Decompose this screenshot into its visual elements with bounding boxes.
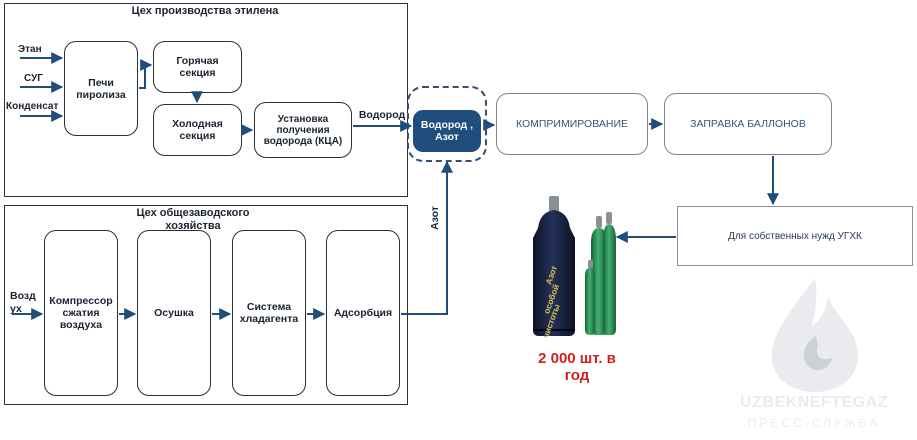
hub-label: Водород , Азот <box>420 119 474 143</box>
watermark-service: ПРЕСС-СЛУЖБА <box>747 416 881 430</box>
hub-hydrogen-nitrogen-box: Водород , Азот <box>413 110 481 152</box>
hydrogen-flow-label: Водород <box>358 109 406 121</box>
compression-box: КОМПРИМИРОВАНИЕ <box>496 93 648 155</box>
ethylene-shop-title: Цех производства этилена <box>131 5 279 17</box>
green-cylinder-icon <box>585 260 595 335</box>
drying-box: Осушка <box>137 230 211 396</box>
input-ethane: Этан <box>18 44 42 55</box>
hot-section-label: Горячая секция <box>176 55 219 79</box>
cylinder-filling-label: ЗАПРАВКА БАЛЛОНОВ <box>690 118 806 130</box>
cold-section-label: Холодная секция <box>172 118 223 142</box>
pyrolysis-furnaces-box: Печи пиролиза <box>64 41 138 136</box>
arrow-nitrogen-to-hub <box>401 160 453 315</box>
cylinder-filling-box: ЗАПРАВКА БАЛЛОНОВ <box>664 93 832 155</box>
cold-section-box: Холодная секция <box>153 104 242 156</box>
nitrogen-cylinder-icon <box>533 196 575 336</box>
drying-label: Осушка <box>154 307 194 319</box>
pyrolysis-label: Печи пиролиза <box>76 76 126 101</box>
own-needs-box: Для собственных нужд УГХК <box>677 206 913 266</box>
input-condensate: Конденсат <box>6 101 59 112</box>
refrigerant-label: Система хладагента <box>239 301 299 325</box>
green-cylinder-icon <box>603 212 616 335</box>
input-air: Возд ух <box>10 290 36 315</box>
flame-logo-icon <box>771 278 858 392</box>
refrigerant-box: Система хладагента <box>232 230 306 396</box>
cylinder-count-text: 2 000 шт. в год <box>538 350 616 384</box>
air-compressor-box: Компрессор сжатия воздуха <box>44 230 118 396</box>
general-shop-title: Цех общезаводского хозяйства <box>136 207 250 232</box>
compression-label: КОМПРИМИРОВАНИЕ <box>515 118 629 130</box>
hydrogen-unit-label: Установка получения водорода (КЦА) <box>263 113 343 147</box>
hydrogen-unit-box: Установка получения водорода (КЦА) <box>254 102 352 158</box>
adsorption-box: Адсорбция <box>326 230 400 396</box>
watermark-brand: UZBEKNEFTEGAZ <box>740 394 888 411</box>
own-needs-label: Для собственных нужд УГХК <box>728 230 862 242</box>
adsorption-label: Адсорбция <box>333 307 393 319</box>
input-lpg: СУГ <box>24 73 43 84</box>
air-compressor-label: Компрессор сжатия воздуха <box>49 295 113 331</box>
arrow-pyrolysis-to-hot <box>139 59 153 89</box>
hot-section-box: Горячая секция <box>153 41 242 93</box>
